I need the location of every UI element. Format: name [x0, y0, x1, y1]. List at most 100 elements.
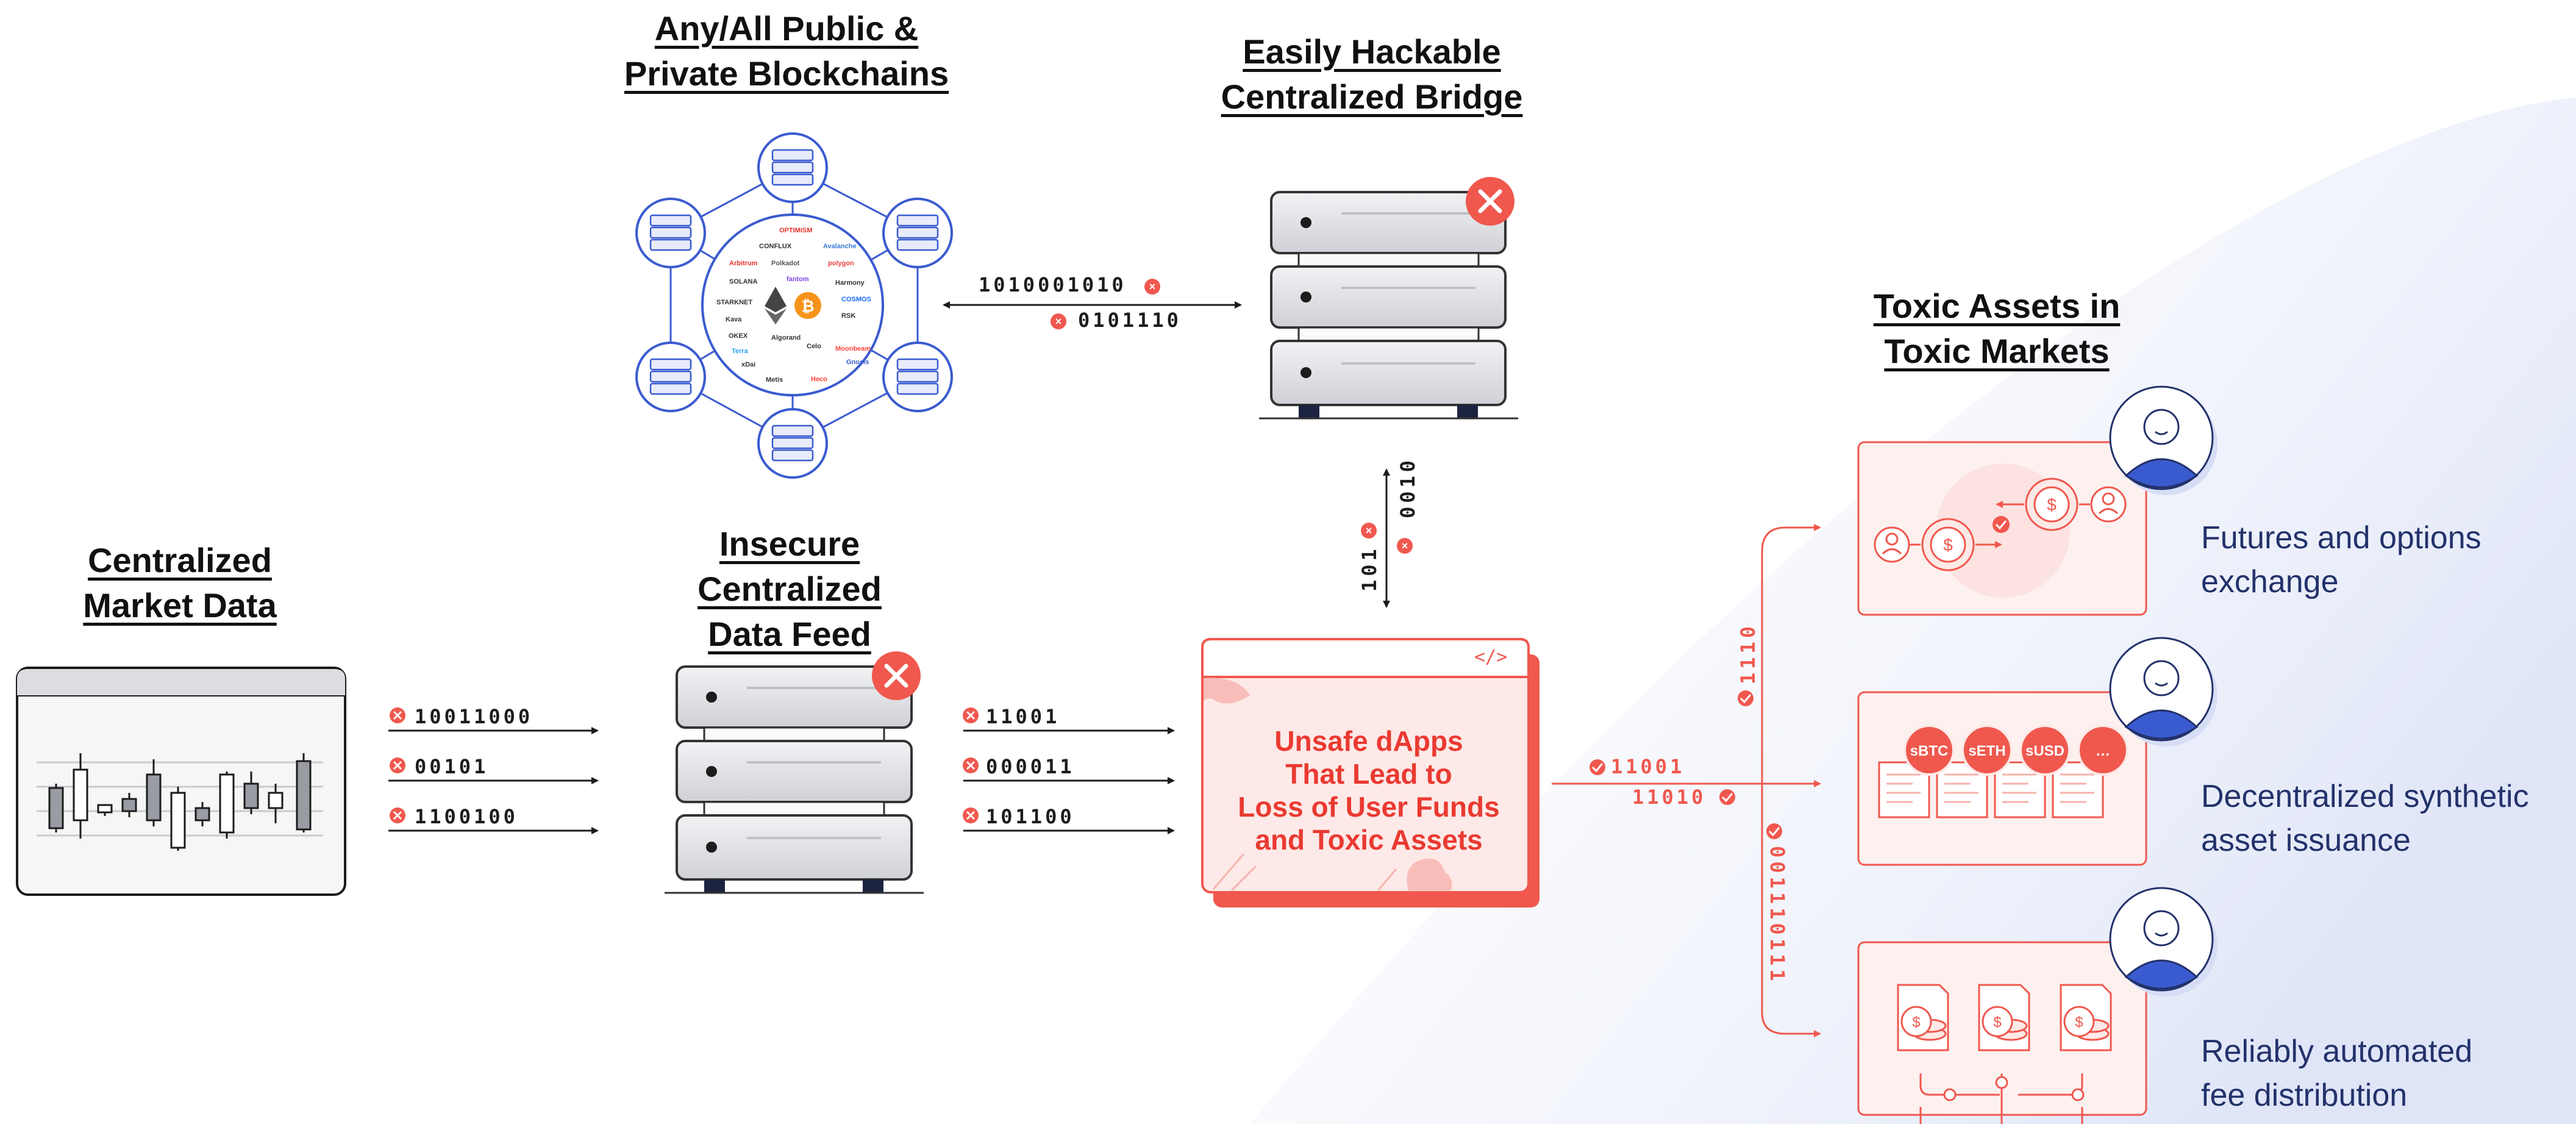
candlestick-chart	[48, 753, 312, 851]
svg-text:$: $	[2075, 1014, 2083, 1031]
chain-logo-label: fantom	[787, 276, 809, 283]
svg-text:$: $	[1912, 1014, 1920, 1031]
dapp-to-markets-connection	[1552, 524, 1821, 1037]
svg-text:₿: ₿	[801, 297, 814, 315]
bits-market-1: 10011000	[415, 705, 533, 728]
usecase-fees-line1: Reliably automated	[2201, 1034, 2473, 1069]
heading-bridge: Easily Hackable Centralized Bridge	[1158, 29, 1585, 120]
check-icon	[1766, 823, 1782, 839]
chain-logo-label: RSK	[841, 312, 856, 320]
candle	[296, 753, 312, 832]
svg-text:$: $	[1943, 535, 1953, 554]
chain-logo-label: Kava	[726, 316, 742, 323]
market-card-fees: $ $ $	[1857, 941, 2147, 1124]
heading-market-line1: Centralized	[88, 541, 272, 579]
usecase-futures-line1: Futures and options	[2201, 520, 2481, 556]
check-icon	[1719, 789, 1735, 805]
chain-logo-label: Heco	[811, 376, 827, 383]
fee-document-icon: $	[1978, 984, 2030, 1051]
heading-toxic-line1: Toxic Assets in	[1873, 287, 2121, 325]
chain-logo-label: Harmony	[835, 279, 865, 287]
market-card-synthetic: sBTC sETH sUSD …	[1857, 691, 2147, 866]
bits-bridge-top: 1010001010	[979, 273, 1127, 296]
usecase-fees: Reliably automated fee distribution	[2201, 1029, 2472, 1117]
chain-logo-label: OPTIMISM	[779, 227, 813, 234]
dapp-title-line2: That Lead to	[1285, 758, 1452, 790]
svg-text:×: ×	[1055, 315, 1062, 328]
token-label: sBTC	[1910, 743, 1949, 759]
chain-logo-label: STARKNET	[716, 299, 753, 306]
error-icon	[390, 707, 405, 723]
heading-blockchains-line1: Any/All Public &	[654, 9, 919, 48]
heading-bridge-line1: Easily Hackable	[1243, 32, 1501, 71]
heading-blockchains-line2: Private Blockchains	[624, 54, 949, 93]
user-avatar-icon	[2109, 385, 2217, 495]
chain-logo-label: Arbitrum	[729, 260, 758, 267]
feed-to-dapp-arrows	[963, 707, 1175, 834]
heading-feed-line1: Insecure	[719, 524, 860, 563]
document-icon	[1878, 761, 1930, 818]
candle	[146, 759, 162, 826]
code-icon: </>	[1474, 646, 1508, 668]
svg-text:×: ×	[1149, 281, 1156, 293]
network-node-icon	[882, 342, 953, 412]
svg-text:$: $	[1993, 1014, 2001, 1031]
svg-text:$: $	[2047, 495, 2057, 514]
network-node-icon	[635, 198, 706, 268]
token-chip-icon: …	[2077, 725, 2128, 776]
candle	[243, 771, 259, 814]
bits-vertical-right: 0010	[1396, 456, 1419, 518]
usecase-synthetic-line2: asset issuance	[2201, 823, 2411, 858]
chain-logo-label: Avalanche	[823, 243, 857, 250]
usecase-futures-line2: exchange	[2201, 564, 2339, 600]
heading-blockchains: Any/All Public & Private Blockchains	[573, 6, 1000, 96]
heading-feed-line3: Data Feed	[708, 615, 871, 653]
market-card-futures: $ $	[1857, 441, 2147, 616]
error-icon	[963, 807, 979, 823]
bridge-connection: × ×	[943, 279, 1242, 329]
candle	[73, 753, 88, 839]
check-icon	[1993, 516, 2010, 533]
bits-market-3: 1100100	[415, 805, 518, 828]
chain-logo-label: OKEX	[729, 332, 748, 340]
svg-text:×: ×	[1366, 524, 1372, 537]
heading-market: Centralized Market Data	[0, 538, 360, 628]
chain-logo-label: Terra	[732, 348, 748, 355]
blockchain-hub	[701, 213, 884, 396]
bits-branch-down: 001110111	[1766, 846, 1789, 985]
heading-toxic: Toxic Assets in Toxic Markets	[1783, 284, 2210, 374]
candle	[121, 793, 137, 817]
document-icon	[1936, 761, 1988, 818]
usecase-synthetic-line1: Decentralized synthetic	[2201, 779, 2529, 814]
candle	[48, 784, 64, 832]
bits-feed-3: 101100	[986, 805, 1075, 828]
token-label: …	[2096, 743, 2110, 759]
bridge-server	[1259, 177, 1518, 420]
error-icon	[390, 757, 405, 773]
bitcoin-icon: ₿	[794, 292, 821, 319]
usecase-futures: Futures and options exchange	[2201, 516, 2481, 604]
ethereum-icon	[765, 287, 787, 324]
bits-branch-up: 1110	[1736, 622, 1760, 684]
usecase-fees-line2: fee distribution	[2201, 1078, 2408, 1113]
chain-logo-label: SOLANA	[729, 278, 758, 285]
bits-out-bottom: 11010	[1632, 786, 1707, 809]
token-label: sETH	[1968, 743, 2005, 759]
heading-feed: Insecure Centralized Data Feed	[610, 521, 969, 657]
token-label: sUSD	[2025, 743, 2064, 759]
bits-market-2: 00101	[415, 755, 489, 778]
document-icon	[2052, 761, 2104, 818]
chain-logo-label: Celo	[807, 343, 821, 350]
chain-logo-label: Polkadot	[771, 260, 800, 267]
market-to-feed-arrows	[388, 707, 599, 834]
bits-vertical-left: 101	[1358, 545, 1381, 592]
token-chip-icon: sETH	[1961, 725, 2013, 776]
error-icon	[1144, 279, 1160, 295]
network-node-icon	[882, 198, 953, 268]
chain-logo-label: COSMOS	[841, 296, 871, 303]
user-avatar-icon	[2109, 637, 2217, 746]
network-node-icon	[757, 132, 828, 203]
candle	[268, 784, 284, 823]
